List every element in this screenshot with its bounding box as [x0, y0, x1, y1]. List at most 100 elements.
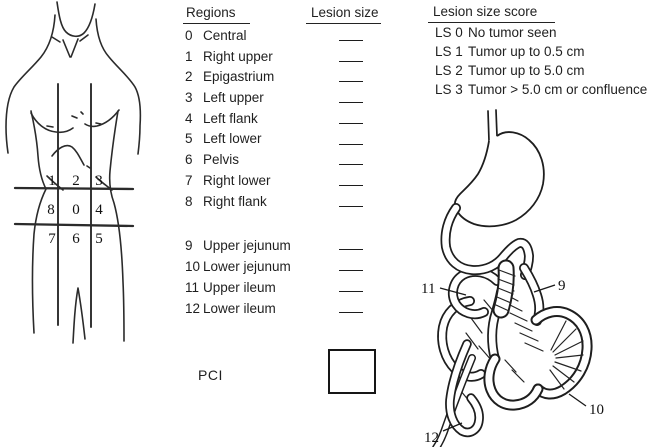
- region-label: Central: [203, 28, 247, 43]
- torso-figure: 1 2 3 8 0 4 7 6 5: [5, 1, 142, 344]
- lesion-size-blank[interactable]: [339, 164, 363, 165]
- lesion-size-blank[interactable]: [339, 81, 363, 82]
- chest-marks: [71, 111, 84, 119]
- esophagus: [487, 109, 498, 142]
- region-number: 5: [185, 131, 193, 146]
- lesion-size-blank[interactable]: [339, 270, 363, 271]
- label-12-leader-line: [442, 422, 463, 432]
- region-row: 8 Right flank: [185, 194, 267, 209]
- left-nipple: [46, 125, 54, 128]
- lesion-size-blank[interactable]: [339, 144, 363, 145]
- left-side-leg: [30, 110, 47, 334]
- score-description: No tumor seen: [468, 25, 557, 40]
- lesion-size-blank[interactable]: [339, 312, 363, 313]
- lesion-size-blank[interactable]: [339, 249, 363, 250]
- label-upper-ileum: 11: [421, 281, 435, 297]
- lesion-size-blank[interactable]: [339, 40, 363, 41]
- lesion-size-blank[interactable]: [339, 206, 363, 207]
- grid-number: 8: [47, 202, 55, 218]
- left-shoulder-arm: [5, 14, 56, 154]
- lesion-size-blank[interactable]: [339, 61, 363, 62]
- small-bowel-figure: 9 10 11 12: [421, 109, 604, 447]
- jejunum-coil-stripes: [495, 269, 516, 312]
- region-label: Left flank: [203, 111, 258, 126]
- region-label: Upper jejunum: [203, 238, 291, 253]
- grid-number: 5: [95, 231, 103, 247]
- score-row: LS 3 Tumor > 5.0 cm or confluence: [435, 82, 647, 97]
- region-label: Pelvis: [203, 152, 240, 167]
- region-label: Right upper: [203, 49, 273, 64]
- grid-horizontal-upper: [13, 186, 135, 191]
- pci-label: PCI: [198, 367, 223, 383]
- region-number: 8: [185, 194, 193, 209]
- region-row: 2 Epigastrium: [185, 69, 274, 84]
- lesion-size-header: Lesion size: [306, 5, 381, 24]
- abdominal-region-grid: 1 2 3 8 0 4 7 6 5: [13, 83, 135, 328]
- region-number: 10: [185, 259, 201, 274]
- grid-number: 7: [48, 231, 56, 247]
- chin-outline: [56, 1, 96, 38]
- mesentery-fan: [549, 320, 584, 390]
- score-description: Tumor up to 0.5 cm: [468, 44, 585, 59]
- grid-number: 1: [48, 173, 56, 189]
- region-number: 9: [185, 238, 193, 253]
- lesion-size-blank[interactable]: [339, 102, 363, 103]
- region-label: Left upper: [203, 90, 264, 105]
- label-lower-ileum: 12: [424, 430, 439, 446]
- score-description: Tumor > 5.0 cm or confluence: [468, 82, 648, 97]
- lesion-size-blank[interactable]: [339, 291, 363, 292]
- region-number: 0: [185, 28, 193, 43]
- region-number: 1: [185, 49, 193, 64]
- region-label: Right flank: [203, 194, 267, 209]
- region-row: 3 Left upper: [185, 90, 264, 105]
- bowel-figure-labels: 9 10 11 12: [421, 278, 604, 446]
- grid-number: 3: [95, 173, 103, 189]
- pci-score-box[interactable]: [328, 349, 376, 394]
- region-row: 1 Right upper: [185, 49, 273, 64]
- grid-number: 4: [95, 202, 103, 218]
- clavicle-marks: [51, 34, 89, 43]
- region-number: 2: [185, 69, 193, 84]
- label-upper-jejunum: 9: [558, 278, 566, 294]
- score-code: LS 3: [435, 82, 463, 97]
- score-description: Tumor up to 5.0 cm: [468, 63, 585, 78]
- grid-number: 6: [72, 231, 80, 247]
- region-number: 12: [185, 301, 201, 316]
- grid-number: 0: [72, 202, 80, 218]
- score-code: LS 1: [435, 44, 463, 59]
- crotch-lines: [72, 287, 86, 344]
- right-nipple: [95, 122, 102, 125]
- region-label: Lower jejunum: [203, 259, 291, 274]
- sternal-notch: [62, 38, 79, 58]
- region-label: Epigastrium: [203, 69, 275, 84]
- grid-number: 2: [72, 173, 80, 189]
- right-side-leg: [108, 110, 125, 342]
- right-pectoral: [84, 109, 120, 128]
- grid-horizontal-lower: [13, 222, 135, 228]
- region-label: Left lower: [203, 131, 262, 146]
- score-code: LS 0: [435, 25, 463, 40]
- region-label: Right lower: [203, 173, 271, 188]
- region-row: 4 Left flank: [185, 111, 258, 126]
- right-shoulder-arm: [95, 18, 142, 155]
- score-row: LS 1 Tumor up to 0.5 cm: [435, 44, 585, 59]
- region-number: 3: [185, 90, 193, 105]
- label-lower-jejunum: 10: [589, 402, 604, 418]
- score-row: LS 0 No tumor seen: [435, 25, 557, 40]
- region-number: 4: [185, 111, 193, 126]
- left-pectoral: [30, 112, 74, 134]
- label-10-leader-line: [568, 393, 587, 407]
- region-row: 9 Upper jejunum: [185, 238, 291, 253]
- lesion-size-score-header: Lesion size score: [428, 4, 555, 23]
- label-11-leader-line: [439, 287, 467, 296]
- region-number: 6: [185, 152, 193, 167]
- region-row: 6 Pelvis: [185, 152, 239, 167]
- region-number: 11: [185, 280, 200, 295]
- lesion-size-blank[interactable]: [339, 185, 363, 186]
- region-row: 0 Central: [185, 28, 247, 43]
- lesion-size-blank[interactable]: [339, 123, 363, 124]
